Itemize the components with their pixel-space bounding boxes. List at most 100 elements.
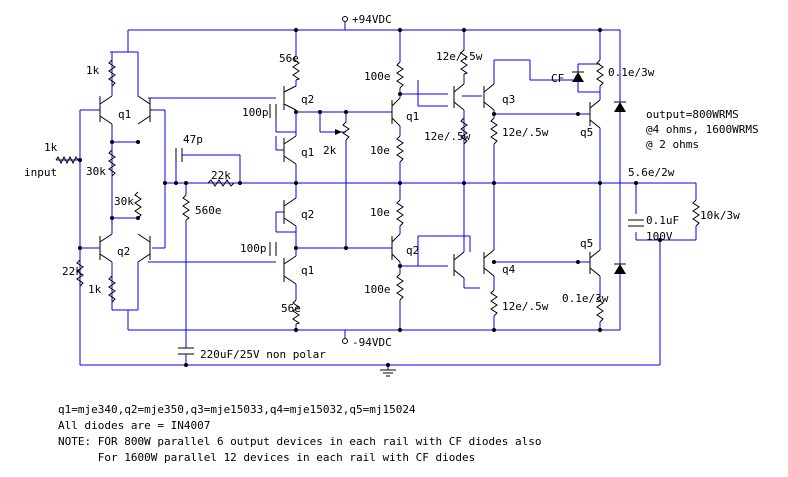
input-resistor-label: 1k: [44, 141, 58, 154]
resistor-12e-mid: [460, 117, 468, 145]
input-q1-pair: [99, 95, 152, 125]
driver-q2-transistor: [391, 233, 401, 263]
positive-rail-label: +94VDC: [352, 13, 392, 26]
resistor-12e-top: [460, 49, 469, 75]
resistor-30k-lower-label: 30k: [114, 195, 134, 208]
resistor-56e-top-label: 56e: [279, 52, 299, 65]
resistor-12e-mid-label: 12e/.5w: [424, 130, 471, 143]
positive-rail-terminal: [342, 16, 348, 22]
resistor-22k-feedback: [207, 179, 235, 187]
diode-top-icon: [614, 101, 626, 112]
spec-line-1: output=800WRMS: [646, 108, 739, 121]
vas-q1-label: q1: [301, 264, 314, 277]
q5-bottom-label: q5: [580, 237, 593, 250]
component-notes: q1=mje340,q2=mje350,q3=mje15033,q4=mje15…: [58, 402, 541, 466]
resistor-emitter-top-label: 0.1e/3w: [608, 66, 655, 79]
resistor-emitter-top: [596, 59, 604, 87]
driver-wires: [399, 30, 471, 330]
resistor-10e-top-label: 10e: [370, 144, 390, 157]
resistor-22k-left-label: 22k: [62, 265, 82, 278]
resistor-12e-right: [490, 117, 498, 145]
bias-q2-label: q2: [301, 208, 314, 221]
resistor-56e-top: [292, 55, 301, 81]
bias-q1-transistor: [283, 135, 297, 165]
resistor-10k: [692, 199, 700, 227]
negative-rail-label: -94VDC: [352, 336, 392, 349]
resistor-1k-top-label: 1k: [86, 64, 100, 77]
resistor-1k-top: [108, 59, 116, 87]
input-resistor: [55, 155, 80, 165]
input-q1-label: q1: [118, 108, 131, 121]
resistor-22k-feedback-label: 22k: [211, 169, 231, 182]
input-q2-pair: [99, 233, 151, 263]
capacitor-zobel-voltage-label: 100V: [646, 230, 673, 243]
q4-label: q4: [502, 263, 516, 276]
note-line-4: For 1600W parallel 12 devices in each ra…: [58, 451, 476, 464]
q5-top-transistor: [589, 99, 601, 129]
resistor-10e-bottom: [396, 199, 404, 227]
rail-wires: [110, 22, 621, 338]
resistor-560e-label: 560e: [195, 204, 222, 217]
note-line-2: All diodes are = IN4007: [58, 419, 211, 432]
resistor-30k-upper-label: 30k: [86, 165, 106, 178]
capacitor-220uf: [178, 347, 194, 365]
resistor-12e-bottom: [490, 289, 498, 317]
cf-diode-icon: [572, 63, 600, 93]
cf-label: CF: [551, 72, 564, 85]
resistor-12e-bottom-label: 12e/.5w: [502, 300, 549, 313]
resistor-100e-top: [396, 61, 404, 89]
capacitor-zobel: [628, 219, 644, 227]
q3-transistors: [453, 83, 495, 111]
bias-q2-transistor: [283, 197, 297, 227]
q3-label: q3: [502, 93, 515, 106]
vas-q2-transistor: [283, 85, 297, 111]
resistor-56e-bottom-label: 56e: [281, 302, 301, 315]
spec-line-3: @ 2 ohms: [646, 138, 699, 151]
pot-2k-label: 2k: [323, 144, 337, 157]
vas-q1-transistor: [283, 255, 297, 285]
capacitor-47p: [175, 148, 186, 162]
input-stage-wires: [56, 52, 661, 366]
resistor-zobel-label: 5.6e/2w: [628, 166, 675, 179]
driver-q1-transistor: [391, 97, 401, 127]
input-q2-label: q2: [117, 245, 130, 258]
diode-bottom-icon: [614, 263, 626, 274]
resistor-560e: [182, 194, 190, 221]
resistor-12e-right-label: 12e/.5w: [502, 126, 549, 139]
resistor-100e-bottom-label: 100e: [364, 283, 391, 296]
negative-rail-terminal: [342, 338, 348, 344]
resistor-30k-upper: [108, 149, 116, 177]
capacitor-100p-top-label: 100p: [242, 106, 269, 119]
pot-2k-wiper: [335, 129, 342, 135]
junction-dots: [78, 28, 662, 367]
resistor-56e-bottom: [292, 299, 301, 325]
capacitor-100p-bottom: [269, 242, 277, 256]
resistor-1k-bottom: [108, 275, 116, 303]
pot-2k: [342, 121, 350, 141]
bias-q1-label: q1: [301, 146, 314, 159]
capacitor-220uf-label: 220uF/25V non polar: [200, 348, 326, 361]
driver-q1-label: q1: [406, 110, 419, 123]
capacitor-100p-top: [269, 104, 277, 118]
resistor-100e-bottom: [396, 273, 404, 301]
resistor-30k-lower: [134, 191, 142, 219]
q4-transistors: [453, 249, 495, 279]
resistor-10e-bottom-label: 10e: [370, 206, 390, 219]
note-line-1: q1=mje340,q2=mje350,q3=mje15033,q4=mje15…: [58, 403, 416, 416]
capacitor-47p-label: 47p: [183, 133, 203, 146]
resistor-22k-left: [76, 259, 84, 287]
note-line-3: NOTE: FOR 800W parallel 6 output devices…: [58, 435, 542, 448]
q5-top-label: q5: [580, 126, 593, 139]
q5-bottom-transistor: [589, 249, 601, 277]
capacitor-100p-bottom-label: 100p: [240, 242, 267, 255]
capacitor-zobel-label: 0.1uF: [646, 214, 679, 227]
driver-q2-label: q2: [406, 244, 419, 257]
predriver-wires: [462, 30, 578, 330]
resistor-100e-top-label: 100e: [364, 70, 391, 83]
spec-line-2: @4 ohms, 1600WRMS: [646, 123, 759, 136]
resistor-emitter-bottom: [596, 295, 604, 323]
resistor-emitter-bottom-label: 0.1e/3w: [562, 292, 609, 305]
vas-wires: [148, 30, 392, 330]
resistor-10e-top: [396, 135, 404, 163]
